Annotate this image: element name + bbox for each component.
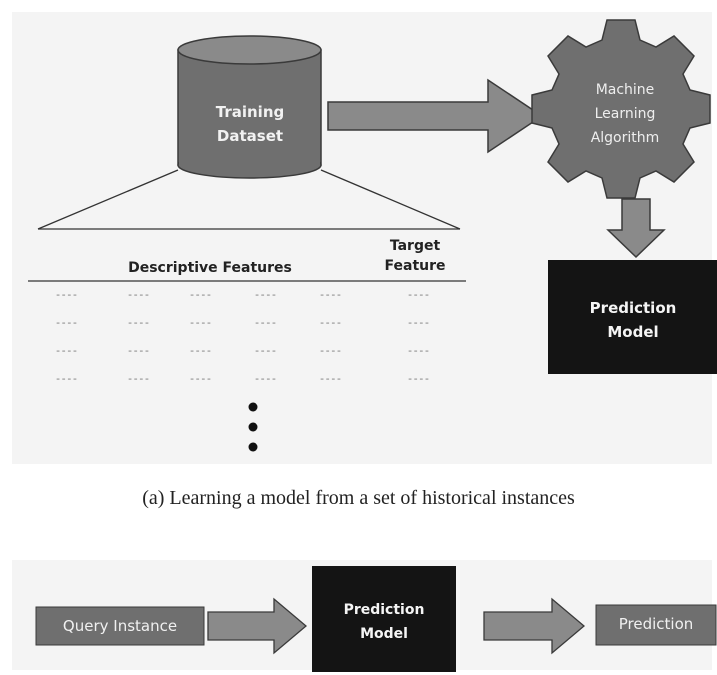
descriptive-features-header: Descriptive Features <box>128 260 292 276</box>
prediction-model-b-line-2: Model <box>360 626 408 642</box>
table-cell: ---- <box>253 288 278 301</box>
table-cell: ---- <box>126 372 151 385</box>
table-cell: ---- <box>318 288 343 301</box>
table-cell: ---- <box>406 344 431 357</box>
training-dataset-label: Training Dataset <box>190 100 310 148</box>
arrow-model-to-prediction <box>483 597 586 655</box>
algorithm-label: Machine Learning Algorithm <box>555 78 695 150</box>
training-dataset-line-1: Training <box>215 103 285 121</box>
panel-a-caption: (a) Learning a model from a set of histo… <box>142 487 575 509</box>
table-cell: ---- <box>54 288 79 301</box>
table-cell: ---- <box>318 316 343 329</box>
more-rows-ellipsis <box>248 402 258 452</box>
table-cell: ---- <box>188 344 213 357</box>
query-instance-box <box>35 606 205 646</box>
prediction-model-a-line-2: Model <box>607 323 659 341</box>
table-cell: ---- <box>253 316 278 329</box>
table-cell: ---- <box>188 372 213 385</box>
table-cell: ---- <box>253 344 278 357</box>
table-cell: ---- <box>126 288 151 301</box>
prediction-model-box-b <box>312 566 456 672</box>
table-cell: ---- <box>253 372 278 385</box>
target-feature-header: Target Feature <box>370 236 460 276</box>
table-cell: ---- <box>188 316 213 329</box>
prediction-model-a-label: Prediction Model <box>548 296 717 344</box>
prediction-model-b-label: Prediction Model <box>312 598 456 646</box>
query-instance-label: Query Instance <box>62 617 178 635</box>
prediction-label: Prediction <box>618 615 694 633</box>
table-cell: ---- <box>54 344 79 357</box>
arrow-query-to-model <box>207 597 308 655</box>
table-cell: ---- <box>318 344 343 357</box>
algorithm-line-1: Machine <box>595 82 655 98</box>
training-dataset-cylinder <box>177 35 322 179</box>
table-cell: ---- <box>54 316 79 329</box>
table-cell: ---- <box>318 372 343 385</box>
prediction-model-a-line-1: Prediction <box>589 299 677 317</box>
target-feature-line-1: Target <box>389 238 441 254</box>
table-cell: ---- <box>406 288 431 301</box>
table-cell: ---- <box>126 344 151 357</box>
training-dataset-line-2: Dataset <box>216 127 284 145</box>
arrow-algorithm-to-model <box>606 198 666 259</box>
prediction-box <box>595 604 717 646</box>
table-cell: ---- <box>126 316 151 329</box>
prediction-model-box-a <box>548 260 717 374</box>
table-cell: ---- <box>406 372 431 385</box>
dataset-expansion-lines <box>37 169 461 230</box>
gear-icon <box>531 19 711 199</box>
target-feature-line-2: Feature <box>384 258 446 274</box>
algorithm-line-3: Algorithm <box>590 130 660 146</box>
arrow-dataset-to-algorithm <box>327 78 544 154</box>
table-cell: ---- <box>54 372 79 385</box>
table-cell: ---- <box>406 316 431 329</box>
prediction-model-b-line-1: Prediction <box>343 602 425 618</box>
algorithm-line-2: Learning <box>594 106 656 122</box>
table-cell: ---- <box>188 288 213 301</box>
